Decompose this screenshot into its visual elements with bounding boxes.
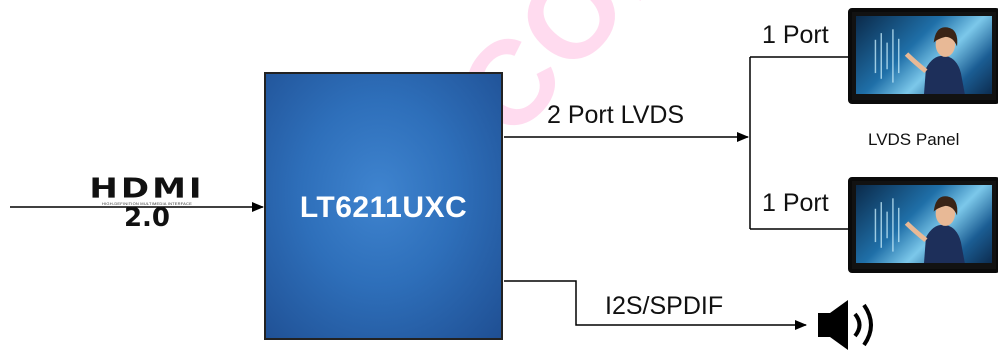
woman-image <box>874 27 965 94</box>
chip-block: LT6211UXC <box>264 72 503 340</box>
hdmi-version: 2.0 <box>123 203 171 233</box>
panel-screen-image <box>856 16 992 94</box>
lvds-panel-top <box>848 8 998 104</box>
panel-label: LVDS Panel <box>868 130 960 149</box>
woman-image <box>874 196 965 263</box>
hdmi-logo-text: HDMI <box>89 172 205 205</box>
lvds-panel-bottom <box>848 177 998 273</box>
chip-name: LT6211UXC <box>299 191 468 224</box>
hdmi-logo-tagline: HIGH-DEFINITION MULTIMEDIA INTERFACE <box>101 201 193 206</box>
panel-screen-image <box>856 185 992 263</box>
lvds-label: 2 Port LVDS <box>547 101 685 129</box>
audio-label: I2S/SPDIF <box>605 292 724 320</box>
hdmi-logo: HDMI HIGH-DEFINITION MULTIMEDIA INTERFAC… <box>82 172 212 233</box>
port-bottom-label: 1 Port <box>762 189 829 217</box>
speaker-icon <box>818 300 873 350</box>
port-top-label: 1 Port <box>762 21 829 49</box>
audio-output-arrow <box>504 280 807 330</box>
